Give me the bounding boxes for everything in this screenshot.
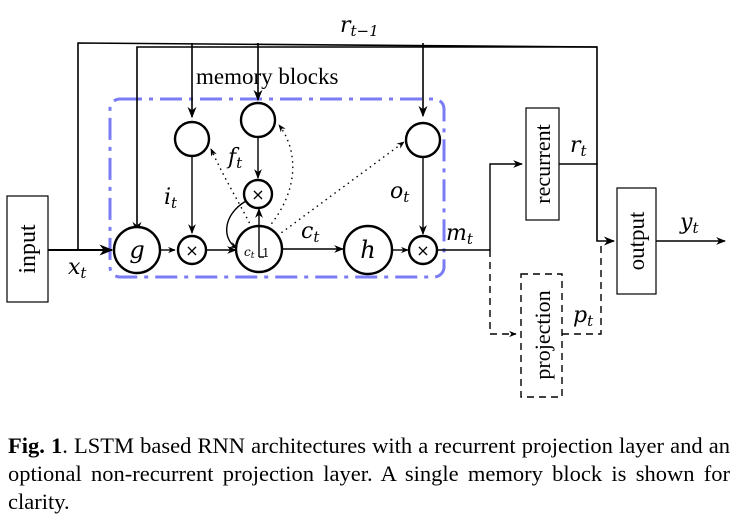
h-node-label: h: [360, 236, 375, 264]
forget-multiply-node: [242, 178, 274, 210]
figure-caption: Fig. 1. LSTM based RNN architectures wit…: [8, 432, 730, 516]
f-t-label: ft: [226, 145, 243, 172]
input-box-label: input: [15, 224, 41, 274]
recurrent-box: [525, 107, 560, 221]
output-multiply-label: ×: [416, 241, 429, 260]
cell-state-label: ct: [244, 245, 255, 261]
recurrent-box-label: recurrent: [530, 124, 555, 203]
projection-box: [520, 273, 563, 398]
forget-gate-node: [239, 101, 277, 139]
p-t-label: pt: [573, 303, 594, 330]
o-t-label: ot: [390, 179, 410, 206]
m-t-line: [437, 160, 523, 251]
optional-projection-path: [489, 244, 602, 398]
caption-label: Fig. 1: [8, 433, 63, 458]
caption-text: . LSTM based RNN architectures with a re…: [8, 433, 730, 514]
r-t-line: [559, 163, 616, 246]
forget-to-cell-curve: [225, 200, 247, 249]
memory-block-border: [108, 97, 446, 279]
g-node-label: g: [129, 236, 144, 264]
input-box: [6, 195, 49, 303]
cell-delay-label: 1: [262, 246, 270, 260]
i-t-label: it: [164, 185, 178, 212]
r-t-minus-1-label: rt−1: [340, 13, 379, 40]
lstm-diagram: memory blocks input xt g it × ft × ct 1: [6, 13, 726, 398]
y-t-label: yt: [679, 210, 699, 237]
c-t-label: ct: [301, 219, 320, 246]
output-box: [616, 187, 657, 295]
recurrent-feedback-lines: [77, 42, 598, 250]
input-multiply-label: ×: [185, 241, 198, 260]
memory-blocks-label: memory blocks: [196, 64, 338, 89]
x-t-label: xt: [68, 255, 87, 282]
r-t-label: rt: [570, 133, 588, 160]
output-box-label: output: [624, 211, 649, 270]
input-gate-node: [173, 120, 211, 158]
projection-box-label: projection: [530, 290, 555, 379]
output-gate-node: [404, 121, 442, 159]
forget-multiply-label: ×: [251, 185, 264, 204]
m-t-label: mt: [446, 221, 474, 248]
